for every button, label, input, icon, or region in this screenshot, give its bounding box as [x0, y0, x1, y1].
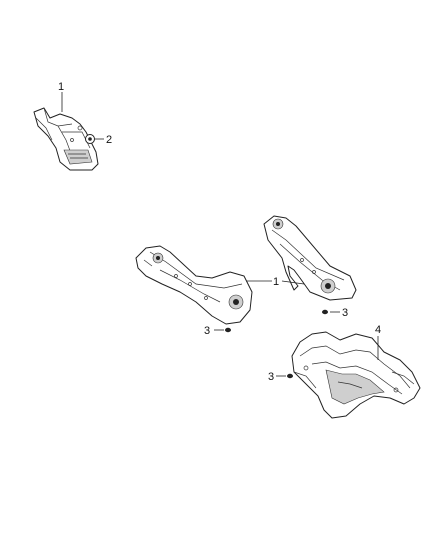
callout-1-middle: 1: [273, 276, 279, 288]
callout-2: 2: [106, 134, 112, 146]
heat-shield-left: [135, 245, 253, 325]
fastener-nut: [85, 134, 95, 144]
callout-3-right: 3: [342, 307, 348, 319]
leader-lines: [61, 92, 379, 377]
callout-3-bottom: 3: [268, 371, 274, 383]
clip-right: [322, 309, 328, 315]
heat-shield-right: [263, 215, 357, 301]
heat-shield-upper-bracket: [33, 107, 99, 171]
heat-shield-underbody: [291, 331, 421, 419]
callout-4: 4: [375, 324, 381, 336]
clip-bottom: [287, 373, 293, 379]
callout-1-upper: 1: [58, 81, 64, 93]
callout-3-left: 3: [204, 325, 210, 337]
clip-left: [225, 327, 231, 333]
